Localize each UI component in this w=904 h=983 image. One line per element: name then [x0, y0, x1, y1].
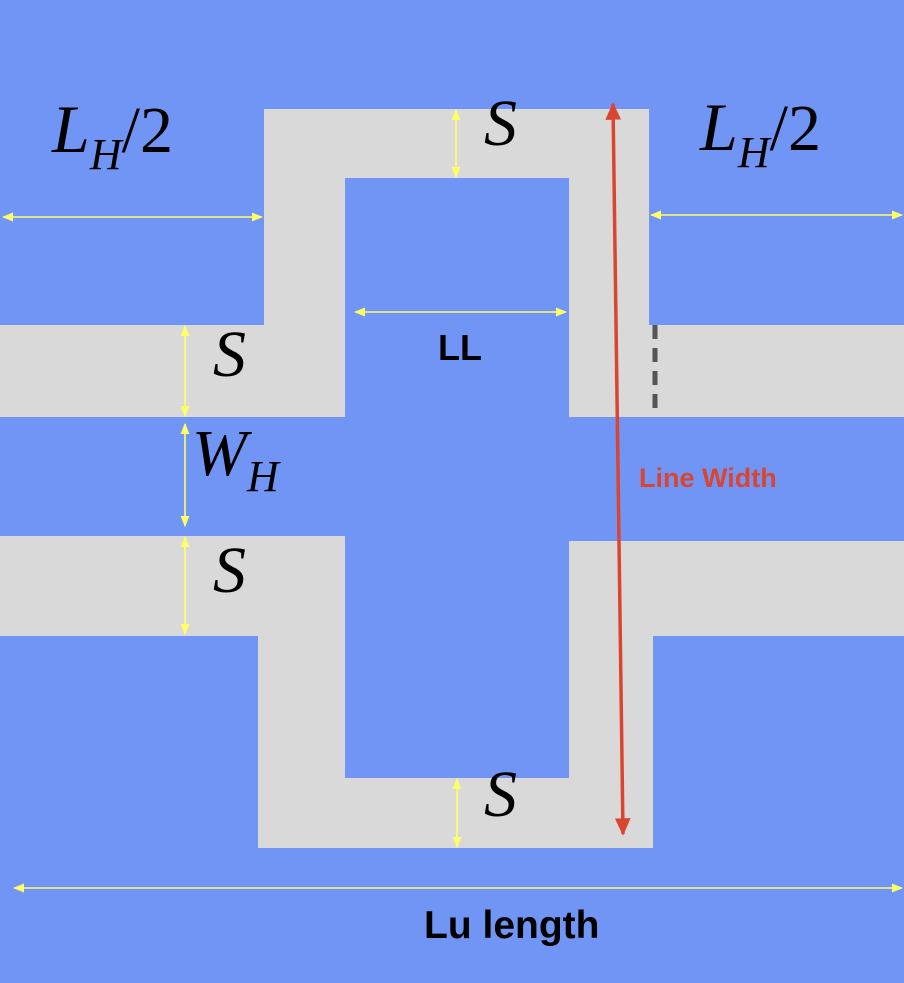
lh-half-left-label: LH/2: [51, 91, 173, 179]
dimension-arrows: [1, 108, 904, 893]
s-top-label: S: [484, 87, 517, 160]
lh-half-right-label: LH/2: [699, 89, 821, 177]
s-bottom-label: S: [484, 758, 517, 831]
s-left-upper-label: S: [213, 318, 246, 391]
upper-loop-left-leg: [264, 109, 345, 417]
wh-label: WH: [192, 417, 281, 501]
s-left-lower-label: S: [213, 534, 246, 607]
line-width-arrow: [605, 102, 631, 836]
ll-label: LL: [438, 327, 482, 368]
central-gap: [345, 417, 569, 541]
upper-loop-inner: [345, 178, 569, 417]
upper-loop-right-leg: [569, 109, 649, 417]
lower-loop-bottom-bar: [258, 778, 653, 848]
line-width-label: Line Width: [639, 463, 777, 493]
lu-length-label: Lu length: [424, 904, 599, 947]
lower-loop-inner: [345, 536, 569, 778]
